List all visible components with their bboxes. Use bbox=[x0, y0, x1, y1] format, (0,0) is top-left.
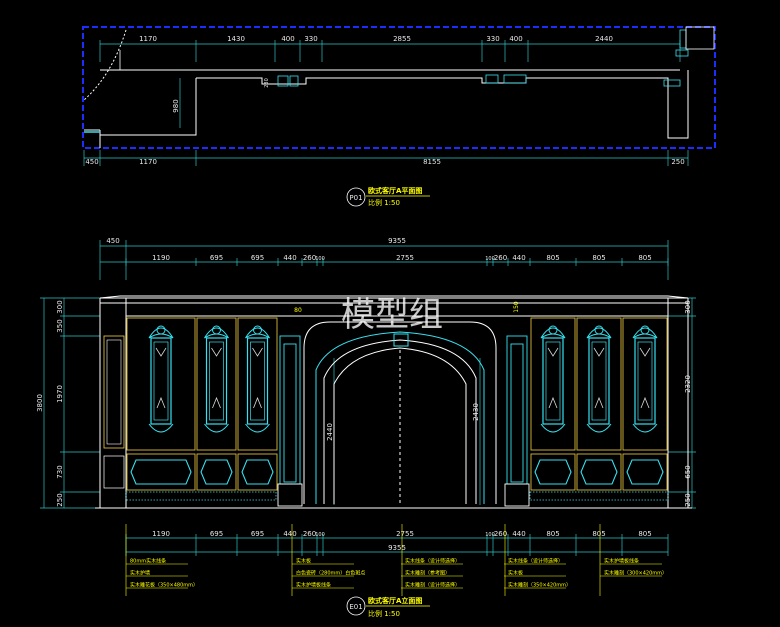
material-note: 实木线条（设计师选择） bbox=[508, 558, 563, 565]
plan-top-dim: 400 bbox=[281, 35, 294, 43]
door-dim-left: 2440 bbox=[326, 423, 334, 441]
material-note: 实木板 bbox=[296, 558, 311, 565]
material-note: 80mm实木线条 bbox=[130, 558, 166, 565]
plan-bottom-dim: 250 bbox=[671, 158, 684, 166]
elevation-left-total: 3800 bbox=[36, 394, 44, 412]
elevation-top-dim: 260 bbox=[494, 254, 507, 262]
elevation-bottom-dim: 695 bbox=[210, 530, 223, 538]
elevation-bottom-dim: 695 bbox=[251, 530, 264, 538]
material-note: 实木线条（设计师选择） bbox=[405, 558, 460, 565]
elevation-top-dim: 100 bbox=[315, 256, 325, 262]
material-note: 实木雕花板（350×480mm） bbox=[130, 582, 198, 589]
elevation-top-dim: 100 bbox=[485, 256, 495, 262]
elevation-bottom-dim: 805 bbox=[638, 530, 651, 538]
wall-panels bbox=[103, 317, 668, 491]
elevation-title: 欧式客厅A立面图 bbox=[368, 596, 422, 605]
plan-top-dim: 2440 bbox=[595, 35, 613, 43]
plan-top-dim: 330 bbox=[486, 35, 499, 43]
elevation-top-dim: 440 bbox=[283, 254, 296, 262]
elevation-bottom-dim: 440 bbox=[283, 530, 296, 538]
elevation-tag-left: 80 bbox=[294, 307, 302, 314]
material-note: 实木板 bbox=[508, 570, 523, 577]
plan-top-dim: 330 bbox=[304, 35, 317, 43]
plan-top-dim: 1430 bbox=[227, 35, 245, 43]
plan-top-dim: 400 bbox=[509, 35, 522, 43]
elevation-top-dim: 695 bbox=[251, 254, 264, 262]
material-notes: 80mm实木线条实木护墙实木雕花板（350×480mm）实木板白色瓷砖（280m… bbox=[130, 558, 667, 589]
elevation-left-dim: 1970 bbox=[56, 385, 64, 403]
elevation-top-dim: 2755 bbox=[396, 254, 414, 262]
plan-scale: 比例 1:50 bbox=[368, 198, 400, 207]
elevation-title-tag: E01 bbox=[349, 603, 362, 611]
material-note: 实木雕刻（设计师选择） bbox=[405, 582, 460, 589]
elevation-top-dim: 260 bbox=[303, 254, 316, 262]
elevation-top-dim: 805 bbox=[546, 254, 559, 262]
elevation-left-dim: 300 bbox=[56, 300, 64, 313]
plan-bottom-dim: 450 bbox=[85, 158, 98, 166]
elevation-scale: 比例 1:50 bbox=[368, 609, 400, 618]
elevation-bottom-dim: 805 bbox=[546, 530, 559, 538]
material-note: 实木护墙 bbox=[130, 570, 150, 577]
elevation-left-dim: 350 bbox=[56, 319, 64, 332]
material-note: 白色瓷砖（280mm）白色斑点 bbox=[296, 570, 365, 577]
plan-top-dimensions: 1170 1430 400 330 2855 330 400 2440 bbox=[139, 35, 613, 43]
plan-bottom-dimensions: 450 1170 8155 250 bbox=[85, 158, 684, 166]
elevation-top-dim: 805 bbox=[638, 254, 651, 262]
elevation-left-dim: 730 bbox=[56, 465, 64, 478]
watermark: 模型组 bbox=[341, 295, 443, 335]
elevation-left-dimensions: 300 350 1970 730 250 bbox=[56, 300, 64, 506]
elevation-tag-right: 150 bbox=[513, 301, 520, 313]
elevation-top-dim: 805 bbox=[592, 254, 605, 262]
plan-bottom-dim: 8155 bbox=[423, 158, 441, 166]
elevation-left-dim: 250 bbox=[56, 493, 64, 506]
plan-top-dim: 2855 bbox=[393, 35, 411, 43]
elevation-bottom-dim: 805 bbox=[592, 530, 605, 538]
plan-title: 欧式客厅A平面图 bbox=[368, 186, 422, 195]
material-note: 实木雕刻（参考图） bbox=[405, 570, 450, 577]
elevation-first-dim: 450 bbox=[106, 237, 119, 245]
floor-plan: 1170 1430 400 330 2855 330 400 2440 450 1170 8155… bbox=[82, 26, 716, 207]
plan-title-tag: P01 bbox=[349, 194, 362, 202]
elevation-bottom-dim: 100 bbox=[315, 532, 325, 538]
plan-bottom-dim: 1170 bbox=[139, 158, 157, 166]
elevation-top-dim: 1190 bbox=[152, 254, 170, 262]
material-note: 实木雕刻（350×420mm） bbox=[508, 582, 571, 589]
elevation-overall-width-bottom: 9355 bbox=[388, 544, 406, 552]
elevation-bottom-dim: 2755 bbox=[396, 530, 414, 538]
elevation-bottom-dim: 260 bbox=[494, 530, 507, 538]
elevation-bottom-dim: 1190 bbox=[152, 530, 170, 538]
plan-small-dim: 230 bbox=[264, 78, 270, 88]
material-note: 实木护墙板线条 bbox=[604, 558, 639, 565]
material-note: 实木护墙板线条 bbox=[296, 582, 331, 589]
elevation-bottom-dim: 260 bbox=[303, 530, 316, 538]
elevation-bottom-dim: 440 bbox=[512, 530, 525, 538]
elevation-overall-width: 9355 bbox=[388, 237, 406, 245]
elevation-bottom-dim: 100 bbox=[485, 532, 495, 538]
plan-left-dim: 980 bbox=[172, 99, 180, 112]
elevation-top-dim: 695 bbox=[210, 254, 223, 262]
material-note: 实木雕刻（300×420mm） bbox=[604, 570, 667, 577]
elevation-top-dim: 440 bbox=[512, 254, 525, 262]
plan-top-dim: 1170 bbox=[139, 35, 157, 43]
